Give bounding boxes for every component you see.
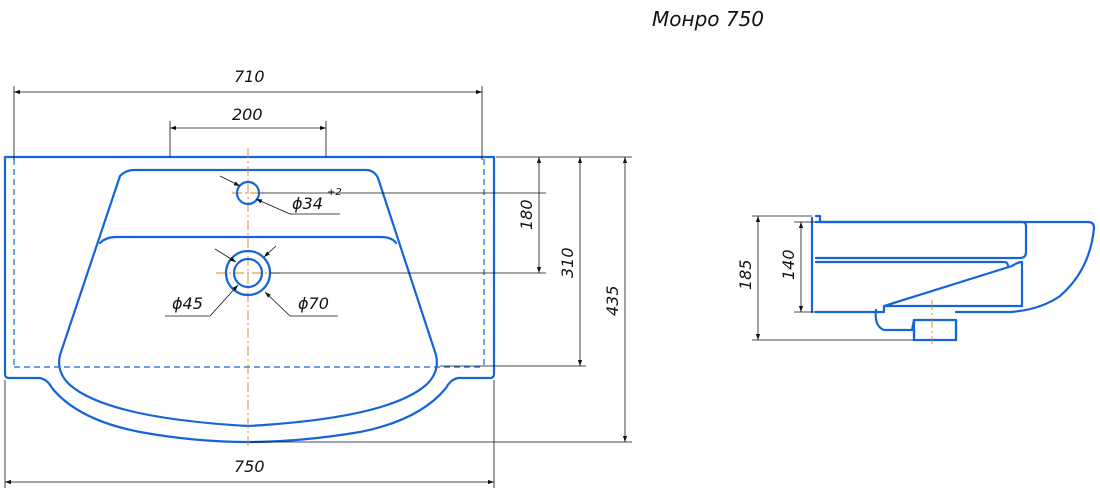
side-bowl-slope [882, 260, 1024, 308]
side-outer-profile [814, 214, 1096, 314]
tap-hole [235, 180, 261, 206]
dim-435-label: 435 [603, 285, 622, 316]
side-inner-line [814, 260, 1010, 268]
dim-phi34-label: ϕ34 [292, 194, 323, 213]
side-view: 185 140 [736, 214, 1096, 344]
dim-phi34-tolerance: +2 [327, 187, 342, 198]
side-drain-outlet [912, 318, 958, 342]
drawing-title: Монро 750 [652, 7, 764, 31]
dim-phi70-leader [264, 291, 291, 317]
dim-phi45-label: ϕ45 [172, 294, 203, 313]
tap-shelf-line [98, 235, 398, 245]
top-view: 710 200 750 180 310 435 ϕ34 +2 ϕ45 [3, 67, 632, 488]
dim-185-label: 185 [736, 259, 755, 290]
side-front-shelf [814, 220, 1028, 260]
drain-inner [232, 257, 264, 289]
dim-phi34-leader [255, 198, 291, 215]
dim-710-label: 710 [234, 67, 265, 86]
dim-180-label: 180 [517, 199, 536, 230]
dim-750-label: 750 [234, 457, 265, 476]
side-base-line [814, 304, 886, 314]
dim-phi70-label: ϕ70 [298, 294, 329, 313]
dim-310-label: 310 [558, 247, 577, 278]
basin-inner-bowl [58, 168, 438, 428]
side-drain-body [874, 308, 958, 342]
dim-200-label: 200 [232, 105, 263, 124]
dim-140-label: 140 [779, 249, 798, 280]
dim-phi45-leader [209, 284, 239, 317]
